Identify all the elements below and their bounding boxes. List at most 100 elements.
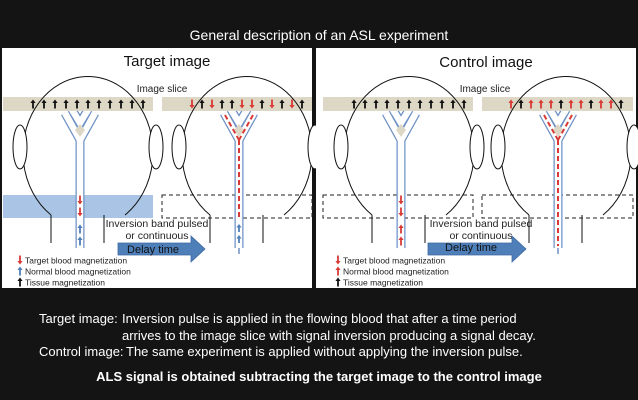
arrow-head — [77, 236, 83, 240]
arrow-head — [395, 99, 401, 103]
arrow-up-icon — [461, 99, 467, 109]
control-image-panel: Control image Image slice Inversion band… — [316, 48, 638, 288]
arrow-up-icon — [538, 99, 544, 109]
arrow-up-icon — [140, 99, 146, 109]
arrow-head — [63, 99, 69, 103]
arrow-up-icon — [77, 224, 83, 234]
arrow-head — [96, 99, 102, 103]
band-label-line-1: Inversion band pulsed — [106, 218, 209, 230]
vessel-diamond — [75, 124, 85, 137]
band-label-line-1: Inversion band pulsed — [430, 218, 533, 230]
arrow-head — [219, 99, 225, 103]
head-diagram — [322, 76, 485, 248]
arrow-up-icon — [279, 99, 285, 109]
blood-vessel — [220, 110, 258, 254]
arrow-up-icon — [30, 99, 36, 109]
image-slice-band — [3, 97, 153, 111]
arrow-head — [578, 99, 584, 103]
arrow-head — [77, 224, 83, 228]
figure-title: General description of an ASL experiment — [190, 27, 449, 43]
arrow-head — [417, 99, 423, 103]
arrow-up-icon — [608, 99, 614, 109]
target-description-line-2: arrives to the image slice with signal i… — [122, 328, 536, 343]
arrow-head — [209, 105, 215, 109]
arrow-head — [461, 99, 467, 103]
legend-item: Target blood magnetization — [17, 255, 127, 266]
arrow-head — [30, 99, 36, 103]
arrow-up-icon — [129, 99, 135, 109]
arrow-head — [608, 99, 614, 103]
head-outline — [181, 76, 313, 216]
target-image-panel: Target image Image slice Inversion band … — [2, 48, 323, 288]
arrow-up-icon — [17, 277, 23, 287]
blood-vessel — [539, 110, 577, 254]
legend-item: Tissue magnetization — [17, 277, 105, 288]
arrow-head — [189, 105, 195, 109]
arrow-up-icon — [41, 99, 47, 109]
arrow-head — [118, 99, 124, 103]
arrow-head — [335, 266, 341, 270]
arrow-head — [373, 99, 379, 103]
arrow-head — [17, 266, 23, 270]
vessel-lumen — [392, 111, 410, 130]
vessel-diamond — [396, 124, 406, 137]
arrow-head — [558, 99, 564, 103]
arrow-up-icon — [384, 99, 390, 109]
arrow-up-icon — [598, 99, 604, 109]
arrow-up-icon — [96, 99, 102, 109]
arrow-up-icon — [395, 99, 401, 109]
delay-time-label: Delay time — [127, 244, 179, 256]
legend-item: Normal blood magnetization — [17, 266, 131, 277]
ear-left — [12, 124, 28, 170]
arrow-head — [538, 99, 544, 103]
arrow-up-icon — [77, 236, 83, 246]
arrow-down-icon — [77, 195, 83, 205]
arrow-head — [406, 99, 412, 103]
arrow-up-icon — [528, 99, 534, 109]
arrow-down-icon — [269, 99, 275, 109]
head-outline — [500, 76, 632, 216]
arrow-up-icon — [508, 99, 514, 109]
arrow-head — [428, 99, 434, 103]
arrow-head — [85, 99, 91, 103]
arrow-head — [52, 99, 58, 103]
arrow-up-icon — [548, 99, 554, 109]
head-diagram — [481, 76, 638, 254]
labeled-blood-flow — [238, 114, 254, 141]
arrow-up-icon — [362, 99, 368, 109]
arrow-up-icon — [107, 99, 113, 109]
arrow-up-icon — [578, 99, 584, 109]
slice-label: Image slice — [460, 84, 511, 95]
arrow-head — [229, 99, 235, 103]
arrow-head — [618, 99, 624, 103]
labeled-blood-flow — [557, 114, 573, 141]
panel-title: Target image — [124, 53, 211, 70]
arrow-up-icon — [568, 99, 574, 109]
vessel-lumen — [549, 111, 567, 130]
arrow-head — [17, 261, 23, 265]
slice-label: Image slice — [137, 84, 188, 95]
arrow-up-icon — [199, 99, 205, 109]
vessel-lumen — [62, 111, 83, 142]
arrow-down-icon — [335, 255, 341, 265]
arrow-head — [41, 99, 47, 103]
description: Target image: Inversion pulse is applied… — [39, 311, 542, 384]
arrow-head — [548, 99, 554, 103]
arrow-up-icon — [219, 99, 225, 109]
arrow-up-icon — [558, 99, 564, 109]
arrow-head — [508, 99, 514, 103]
arrow-head — [518, 99, 524, 103]
arrow-down-icon — [209, 99, 215, 109]
arrow-head — [528, 99, 534, 103]
ear-right — [626, 124, 638, 170]
vessel-diamond — [553, 124, 563, 137]
labeled-blood-flow — [543, 114, 559, 141]
blood-vessel — [61, 110, 99, 248]
arrow-head — [439, 99, 445, 103]
arrow-up-icon — [439, 99, 445, 109]
arrow-up-icon — [588, 99, 594, 109]
legend-label: Tissue magnetization — [25, 278, 105, 288]
vessel-lumen — [398, 111, 419, 142]
arrow-head — [568, 99, 574, 103]
